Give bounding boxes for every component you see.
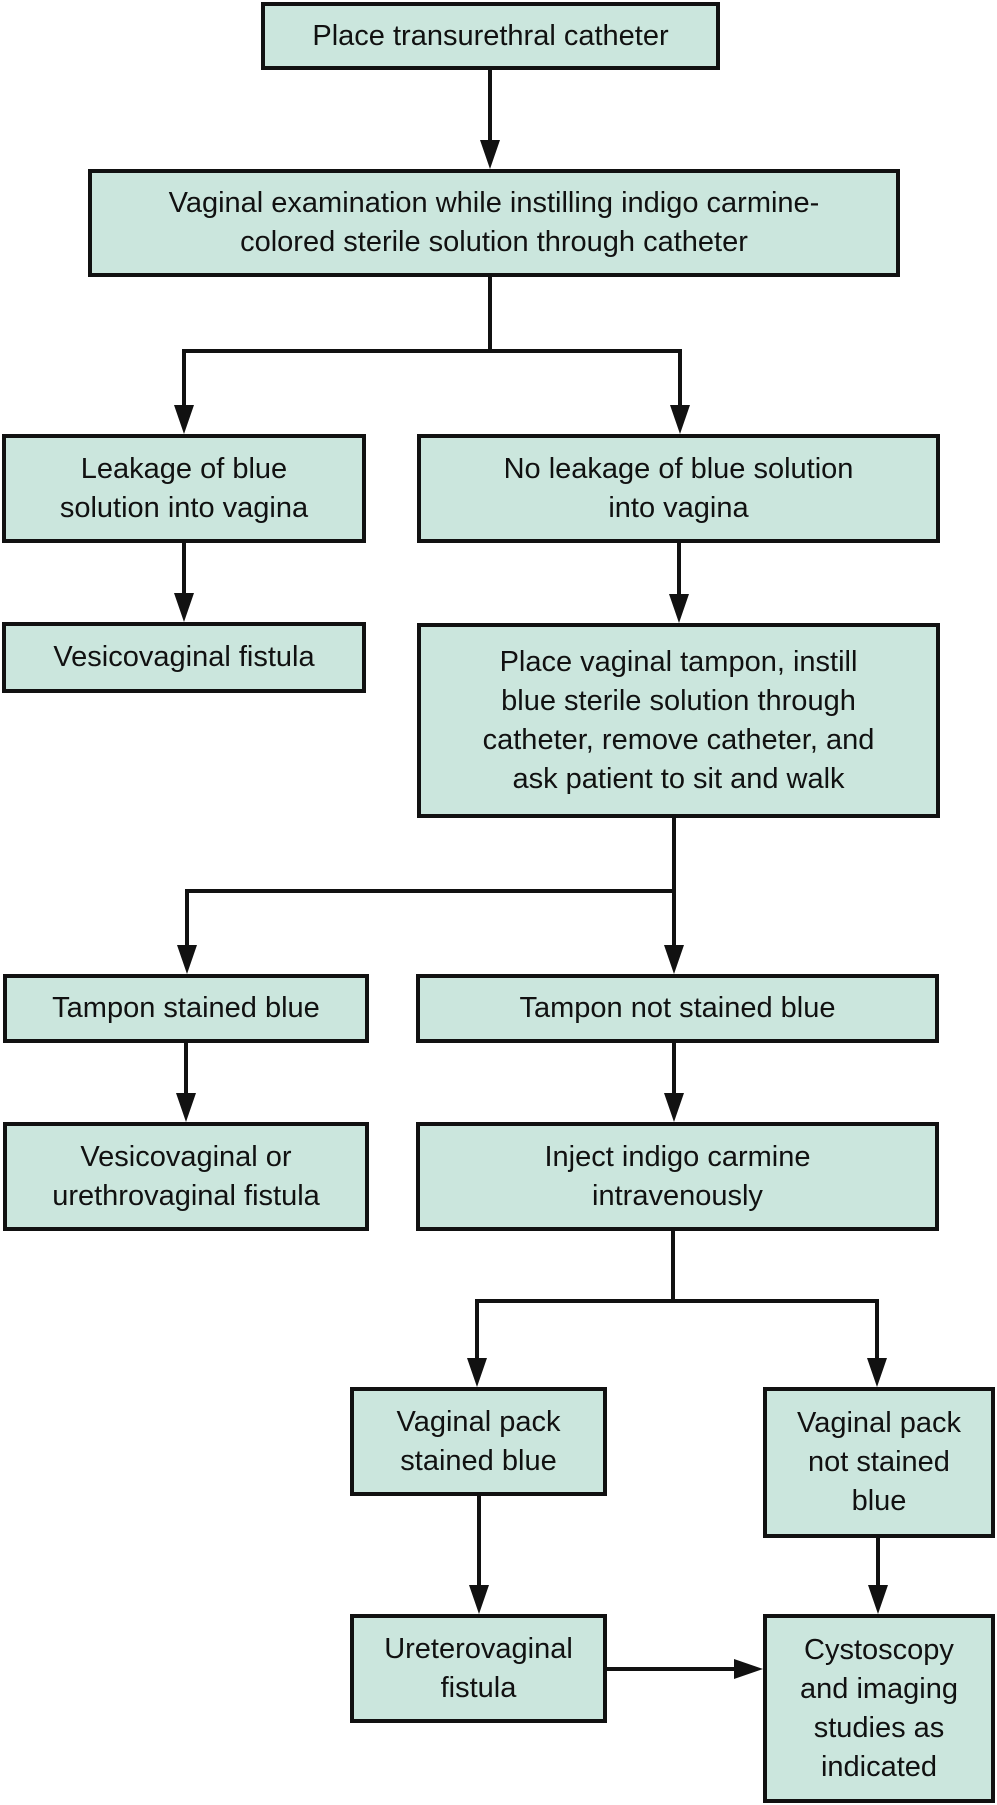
arrowhead-n10-n12: [867, 1358, 887, 1387]
node-tampon-not-stained: Tampon not stained blue: [416, 974, 939, 1043]
node-label: Place vaginal tampon, instill blue steri…: [482, 645, 875, 795]
arrowhead-n6-n8: [664, 945, 684, 974]
arrowhead-n2-n3: [174, 405, 194, 434]
node-label: Leakage of blue solution into vagina: [59, 452, 309, 524]
node-vesico-urethrovaginal-fistula: Vesicovaginal or urethrovaginal fistula: [3, 1122, 369, 1231]
arrowhead-n12-n14: [868, 1585, 888, 1614]
arrowhead-n4-n6: [669, 594, 689, 623]
edge-n10-n12: [673, 1299, 879, 1368]
node-place-tampon: Place vaginal tampon, instill blue steri…: [417, 623, 940, 818]
arrowhead-n2-n4: [670, 405, 690, 434]
arrowhead-n11-n13: [469, 1585, 489, 1614]
arrowhead-n13-n14: [734, 1659, 763, 1679]
node-label: Place transurethral catheter: [312, 19, 669, 52]
arrowhead-n3-n5: [174, 593, 194, 622]
edge-n6-n7: [185, 889, 674, 955]
node-label: Cystoscopy and imaging studies as indica…: [800, 1633, 958, 1783]
node-tampon-stained: Tampon stained blue: [3, 974, 369, 1043]
node-label: Vaginal pack not stained blue: [797, 1407, 961, 1517]
node-label: Inject indigo carmine intravenously: [544, 1140, 811, 1212]
node-inject-indigo-carmine: Inject indigo carmine intravenously: [416, 1122, 939, 1231]
node-label: Vaginal examination while instilling ind…: [168, 187, 820, 258]
arrowhead-n10-n11: [467, 1358, 487, 1387]
node-label: Vesicovaginal or urethrovaginal fistula: [52, 1140, 320, 1212]
edge-n2-n4: [490, 349, 682, 415]
node-no-leakage: No leakage of blue solution into vagina: [417, 434, 940, 543]
arrowhead-n1-n2: [480, 140, 500, 169]
arrowhead-n6-n7: [177, 945, 197, 974]
edge-n10-n11: [475, 1299, 673, 1368]
node-ureterovaginal-fistula: Ureterovaginal fistula: [350, 1614, 607, 1723]
edge-n2-n3: [182, 349, 490, 415]
node-vaginal-pack-not-stained: Vaginal pack not stained blue: [763, 1387, 995, 1538]
node-label: Vesicovaginal fistula: [53, 641, 315, 673]
node-vesicovaginal-fistula: Vesicovaginal fistula: [2, 622, 366, 693]
node-place-catheter: Place transurethral catheter: [261, 2, 720, 70]
node-cystoscopy-imaging: Cystoscopy and imaging studies as indica…: [763, 1614, 995, 1803]
node-vaginal-examination: Vaginal examination while instilling ind…: [88, 169, 900, 277]
arrowhead-n7-n9: [176, 1093, 196, 1122]
node-label: Tampon not stained blue: [519, 992, 836, 1024]
node-label: Ureterovaginal fistula: [384, 1632, 573, 1704]
node-label: Tampon stained blue: [52, 992, 320, 1024]
arrowhead-n8-n10: [664, 1093, 684, 1122]
node-label: Vaginal pack stained blue: [396, 1405, 561, 1477]
node-vaginal-pack-stained: Vaginal pack stained blue: [350, 1387, 607, 1496]
node-leakage: Leakage of blue solution into vagina: [2, 434, 366, 543]
node-label: No leakage of blue solution into vagina: [503, 452, 854, 524]
